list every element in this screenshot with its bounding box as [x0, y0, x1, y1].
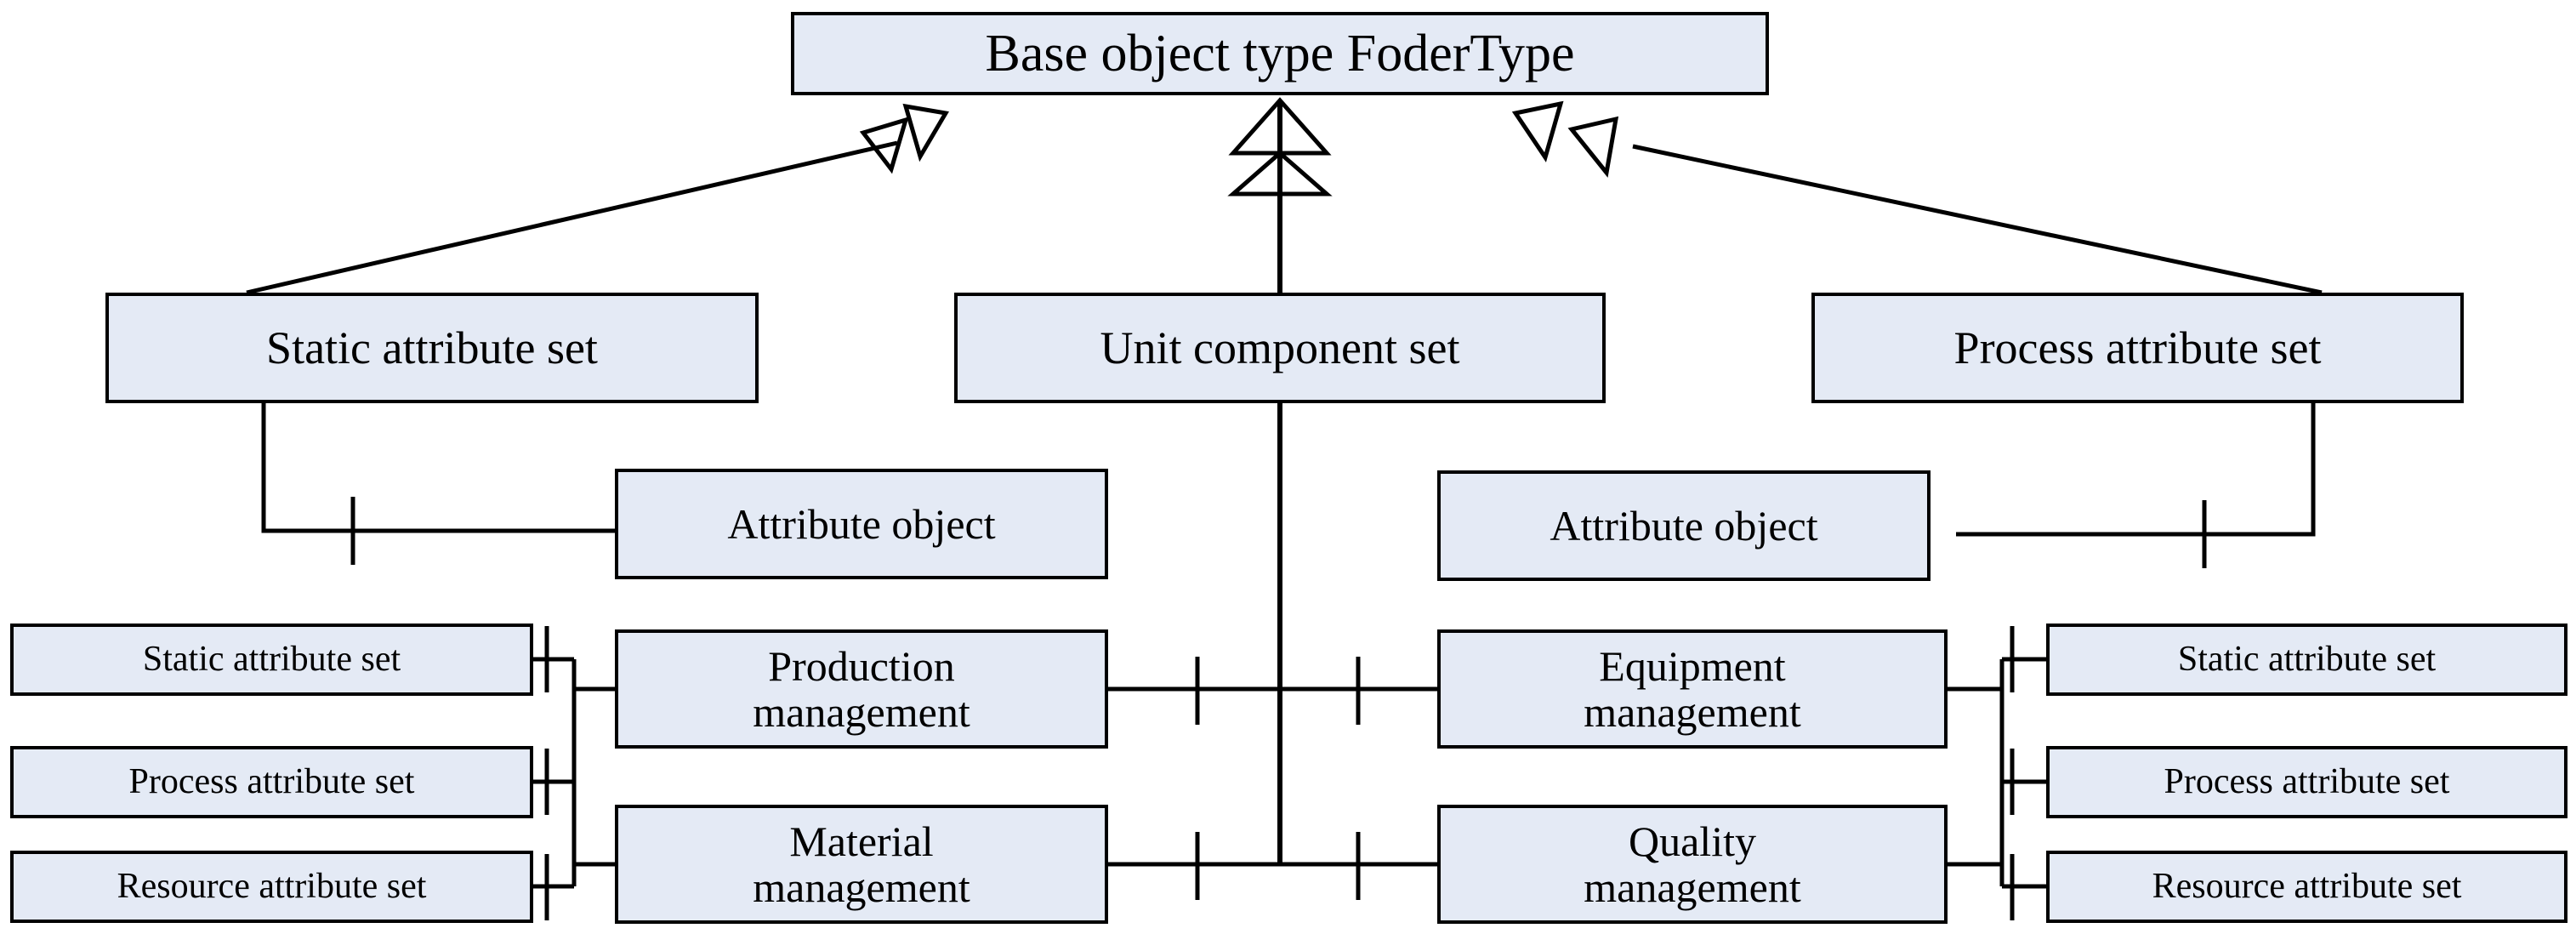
node-unit-component-set[interactable]: Unit component set — [954, 293, 1606, 403]
node-left-static-attribute-set[interactable]: Static attribute set — [10, 624, 533, 696]
node-quality-management[interactable]: Quality management — [1437, 805, 1948, 924]
node-quality-management-line1: Quality — [1629, 817, 1756, 865]
node-static-attribute-set-level2-label: Static attribute set — [266, 322, 598, 373]
node-material-management-line1: Material — [789, 817, 934, 865]
generalization-triangle-middle-lower — [1227, 150, 1333, 196]
node-left-process-attribute-set[interactable]: Process attribute set — [10, 746, 533, 818]
node-attribute-object-left-label: Attribute object — [727, 500, 996, 548]
node-equipment-management-line1: Equipment — [1599, 642, 1786, 690]
node-right-static-attribute-set[interactable]: Static attribute set — [2046, 624, 2567, 696]
node-unit-component-set-label: Unit component set — [1100, 322, 1460, 373]
node-production-management[interactable]: Production management — [615, 629, 1108, 749]
node-production-management-line1: Production — [768, 642, 955, 690]
node-right-resource-attribute-set-label: Resource attribute set — [2152, 866, 2462, 906]
node-right-process-attribute-set-label: Process attribute set — [2164, 761, 2450, 801]
assoc-static-to-attribute-object — [261, 403, 625, 533]
node-process-attribute-set-level2[interactable]: Process attribute set — [1811, 293, 2464, 403]
generalization-triangle-middle-upper — [1228, 97, 1332, 156]
node-production-management-line2: management — [753, 688, 970, 736]
node-left-resource-attribute-set-label: Resource attribute set — [117, 866, 427, 906]
node-left-resource-attribute-set[interactable]: Resource attribute set — [10, 851, 533, 923]
node-material-management-line2: management — [753, 863, 970, 911]
generalization-triangle-left-outer — [902, 103, 949, 162]
node-equipment-management-line2: management — [1584, 688, 1801, 736]
generalization-line-right — [1632, 144, 2323, 295]
node-material-management[interactable]: Material management — [615, 805, 1108, 924]
generalization-triangle-left-inner — [859, 117, 909, 174]
node-attribute-object-left[interactable]: Attribute object — [615, 469, 1108, 579]
generalization-triangle-right-inner — [1511, 100, 1564, 162]
node-equipment-management[interactable]: Equipment management — [1437, 629, 1948, 749]
node-static-attribute-set-level2[interactable]: Static attribute set — [105, 293, 759, 403]
node-right-process-attribute-set[interactable]: Process attribute set — [2046, 746, 2567, 818]
node-right-resource-attribute-set[interactable]: Resource attribute set — [2046, 851, 2567, 923]
node-attribute-object-right[interactable]: Attribute object — [1437, 470, 1931, 581]
node-left-process-attribute-set-label: Process attribute set — [128, 761, 415, 801]
assoc-process-to-attribute-object — [1956, 403, 2316, 537]
generalization-line-left — [246, 140, 898, 295]
node-right-static-attribute-set-label: Static attribute set — [2177, 639, 2437, 679]
node-quality-management-line2: management — [1584, 863, 1801, 911]
node-base-object-type[interactable]: Base object type FoderType — [791, 12, 1769, 95]
generalization-triangle-right-outer — [1567, 116, 1619, 178]
node-process-attribute-set-level2-label: Process attribute set — [1953, 322, 2322, 373]
node-attribute-object-right-label: Attribute object — [1550, 502, 1818, 550]
node-left-static-attribute-set-label: Static attribute set — [142, 639, 401, 679]
node-base-object-type-label: Base object type FoderType — [985, 24, 1575, 83]
